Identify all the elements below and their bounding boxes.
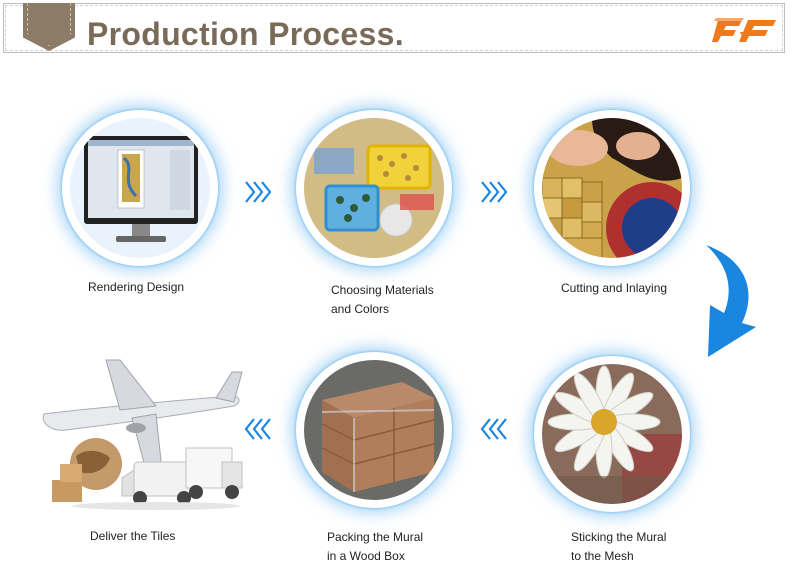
step-sticking-image [534,356,690,512]
step-cutting-label: Cutting and Inlaying [561,281,668,295]
flower-mosaic-icon [542,364,682,504]
step-cutting-image [534,110,690,266]
step-rendering-image [62,110,218,266]
step-sticking-label-line1: Sticking the Mural [571,530,667,544]
wood-crate-icon [304,360,444,500]
step-materials-label-line1: Choosing Materials [331,283,434,297]
step-rendering-label: Rendering Design [88,280,185,294]
monitor-icon [70,118,210,258]
mosaic-hands-icon [542,118,682,258]
curved-arrow-icon [706,245,756,357]
header-tag-decoration [23,3,75,51]
materials-trays-icon [304,118,444,258]
step-materials-image [296,110,452,266]
step-sticking-label-line2: to the Mesh [571,549,634,563]
chevron-left-icon [480,418,507,440]
step-packing-label-line1: Packing the Mural [327,530,424,544]
step-materials-label-line2: and Colors [331,302,390,316]
page-title: Production Process. [87,16,404,52]
brand-logo-icon [712,18,776,42]
chevron-right-icon [481,181,508,203]
header-banner: Production Process. [3,3,785,53]
chevron-right-icon [245,181,272,203]
chevron-left-icon [244,418,271,440]
step-packing-image [296,352,452,508]
step-packing-label-line2: in a Wood Box [327,549,405,563]
delivery-plane-truck-icon [42,359,243,510]
step-deliver-label: Deliver the Tiles [90,529,176,543]
